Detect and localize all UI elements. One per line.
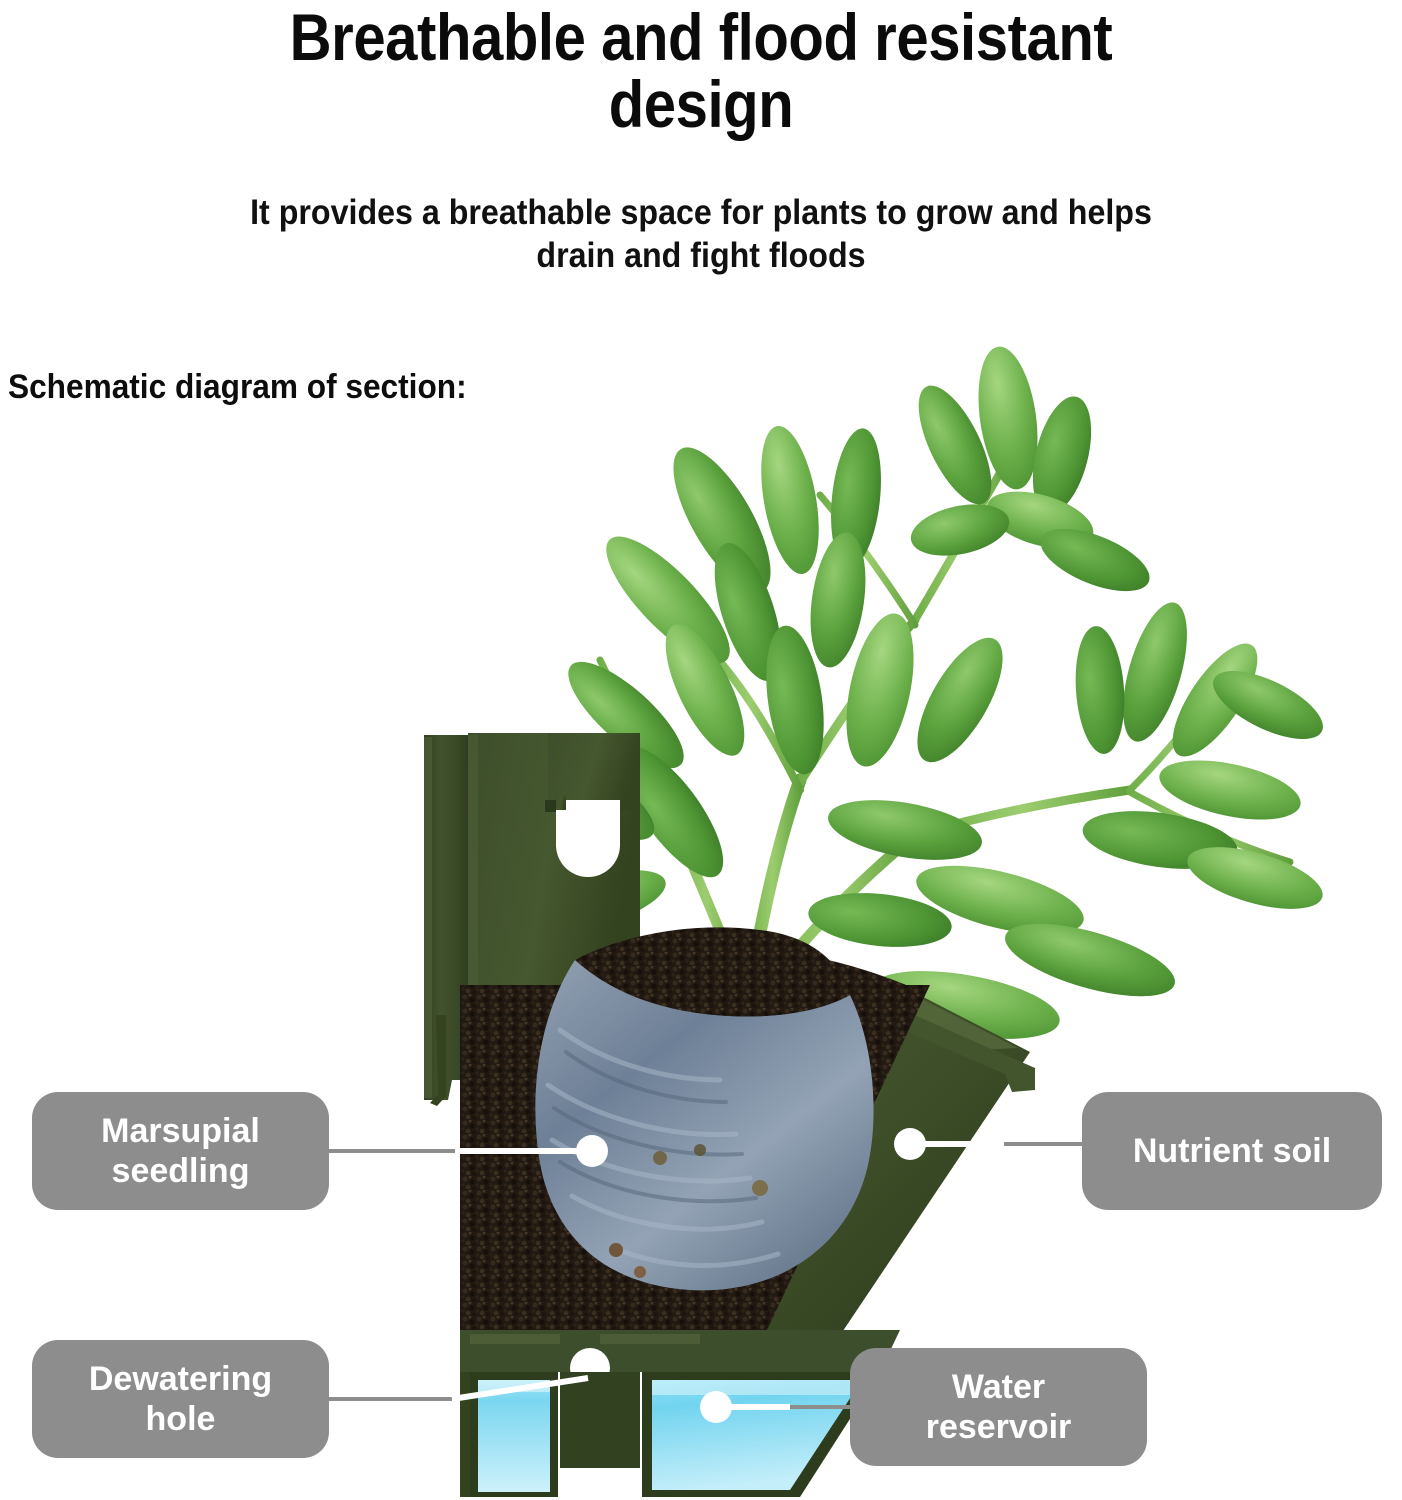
leader-dot-nutrient bbox=[894, 1128, 926, 1160]
page-subtitle: It provides a breathable space for plant… bbox=[250, 193, 1152, 275]
callout-nutrient-soil[interactable]: Nutrient soil bbox=[1082, 1092, 1382, 1210]
water-reservoir-left bbox=[470, 1372, 558, 1497]
plant-foliage bbox=[525, 346, 1323, 1039]
leaf-cluster-top bbox=[910, 346, 1150, 592]
planter-mount-rail bbox=[424, 735, 470, 1100]
grow-bag-marsupial-seedling bbox=[535, 927, 874, 1291]
leaf-cluster-right bbox=[1075, 602, 1323, 909]
leaf-cluster-mid bbox=[568, 613, 1003, 775]
leaf-cluster-upper-left bbox=[606, 426, 881, 681]
callout-water-reservoir[interactable]: Water reservoir bbox=[850, 1348, 1147, 1466]
callout-leader-lines bbox=[329, 1128, 1082, 1423]
section-diagram-label: Schematic diagram of section: bbox=[8, 368, 467, 406]
callout-dewatering-hole[interactable]: Dewatering hole bbox=[32, 1340, 329, 1458]
reservoir-divider bbox=[560, 1372, 640, 1468]
leader-dot-marsupial bbox=[576, 1135, 608, 1167]
water-reservoir-right bbox=[642, 1372, 880, 1497]
mount-hook bbox=[430, 1015, 446, 1106]
callout-marsupial-seedling[interactable]: Marsupial seedling bbox=[32, 1092, 329, 1210]
planter-right-wedge bbox=[742, 985, 1030, 1395]
leader-line-dewatering-inner bbox=[451, 1375, 589, 1402]
page-title: Breathable and flood resistant design bbox=[289, 0, 1113, 142]
planter-top-lip bbox=[880, 1000, 1035, 1092]
reservoir-shelf bbox=[460, 1330, 900, 1372]
leader-dot-water bbox=[700, 1391, 732, 1423]
